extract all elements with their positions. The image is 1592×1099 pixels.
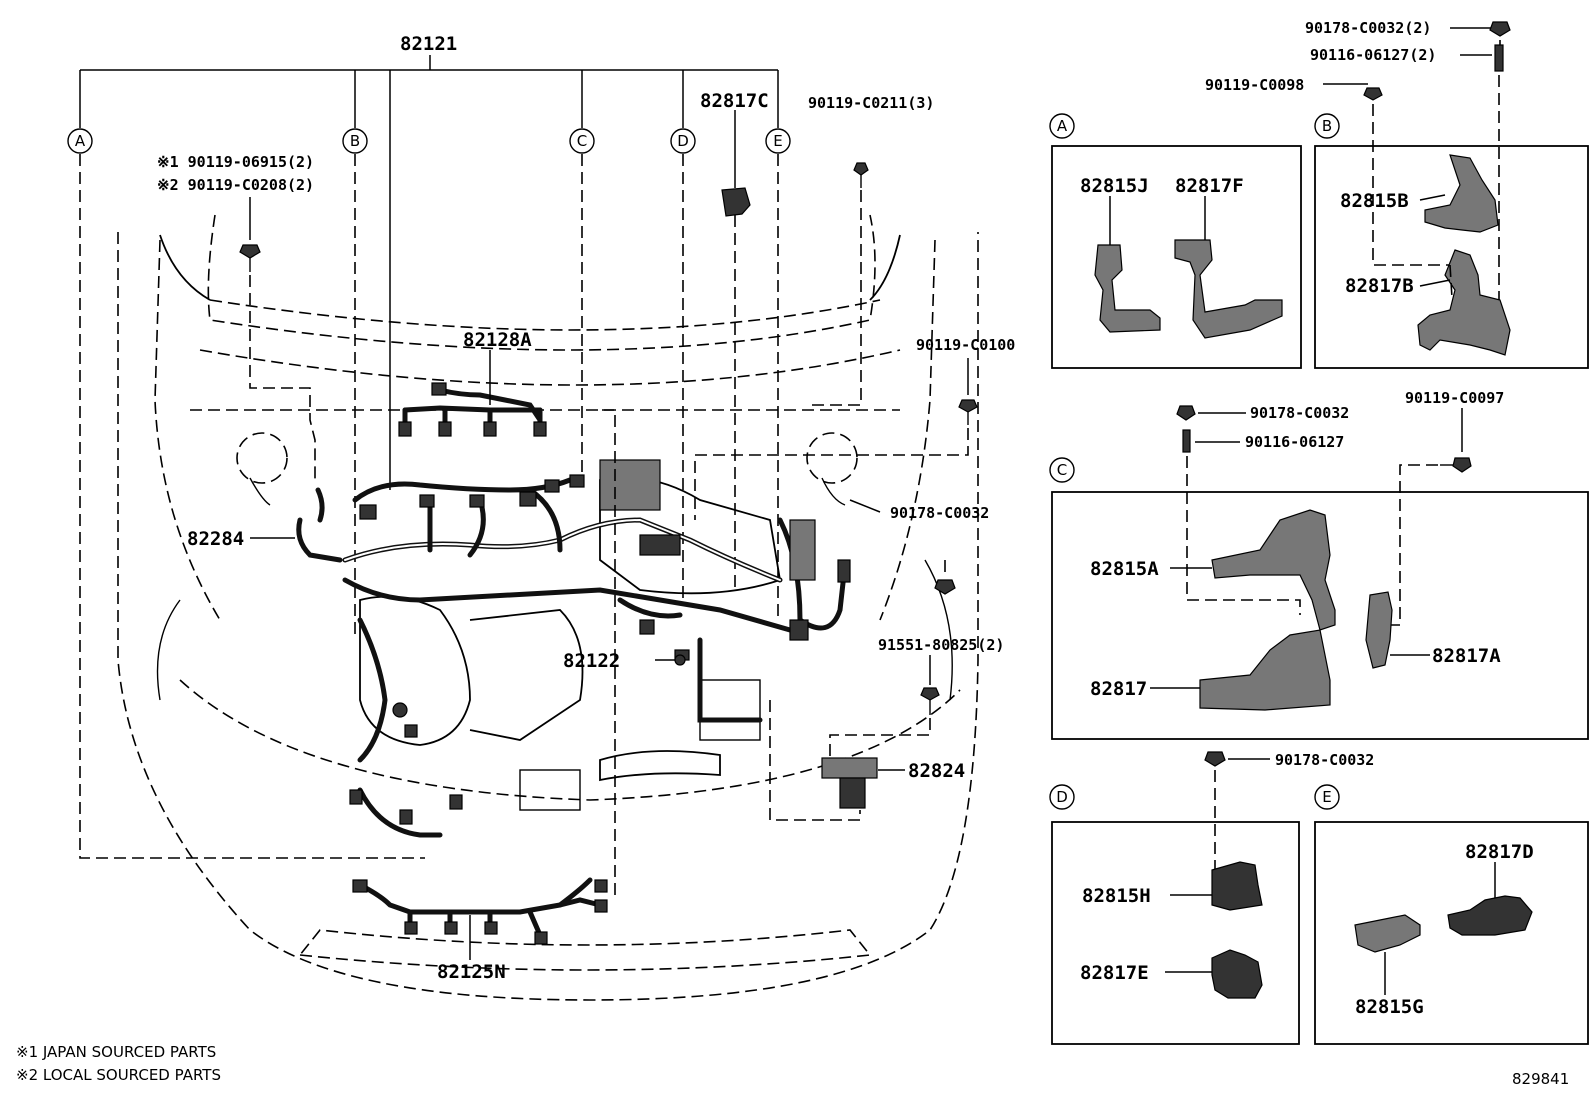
footnote-local-sourced: ※2 LOCAL SOURCED PARTS <box>16 1066 221 1084</box>
label-90178-c0032-main[interactable]: 90178-C0032 <box>890 504 989 522</box>
bolt-91551-80825[interactable] <box>829 655 940 760</box>
junction-block-82824[interactable] <box>769 700 905 821</box>
bracket-82815g[interactable] <box>1354 914 1421 953</box>
illustration-number: 829841 <box>1512 1070 1569 1088</box>
note-fastener-2: ※2 90119-C0208(2) <box>157 176 314 194</box>
bracket-82817e[interactable] <box>1211 949 1263 999</box>
label-90116-06127-2[interactable]: 90116-06127(2) <box>1310 46 1436 64</box>
bracket-82817[interactable] <box>1199 629 1331 711</box>
panel-c: C 82815A 82817 82817A <box>1049 457 1589 740</box>
label-90119-c0211[interactable]: 90119-C0211(3) <box>808 94 934 112</box>
section-marker-c: C <box>569 128 595 154</box>
label-82815b[interactable]: 82815B <box>1340 190 1409 212</box>
nut-90178-c0032-d[interactable] <box>1204 751 1270 875</box>
bolt-90119-c0100[interactable] <box>694 358 978 520</box>
label-82817c[interactable]: 82817C <box>700 90 769 112</box>
bracket-82817f[interactable] <box>1174 239 1283 339</box>
footnote-japan-sourced: ※1 JAPAN SOURCED PARTS <box>16 1043 216 1061</box>
label-82125n[interactable]: 82125N <box>437 961 506 983</box>
nut-90178-c0032-main[interactable] <box>849 499 956 595</box>
vehicle-body-outline <box>117 214 979 1001</box>
panel-a: A 82815J 82817F <box>1049 113 1302 369</box>
svg-text:B: B <box>350 132 360 150</box>
bracket-82817a[interactable] <box>1365 591 1393 669</box>
panel-e: E 82817D 82815G <box>1314 784 1589 1045</box>
callout-82121-bracket: 82121 <box>79 33 779 490</box>
label-82284[interactable]: 82284 <box>187 528 244 550</box>
label-91551-80825[interactable]: 91551-80825(2) <box>878 636 1004 654</box>
injector-harness-82128a[interactable] <box>398 350 547 437</box>
label-82817f[interactable]: 82817F <box>1175 175 1244 197</box>
label-82815g[interactable]: 82815G <box>1355 996 1424 1018</box>
svg-text:A: A <box>1057 117 1068 135</box>
label-82815j[interactable]: 82815J <box>1080 175 1149 197</box>
stud-90116-06127-2[interactable] <box>1460 44 1504 335</box>
engine-assembly <box>359 476 782 811</box>
relay-82122[interactable] <box>655 654 686 666</box>
bracket-82817d[interactable] <box>1447 895 1533 936</box>
label-90119-c0098[interactable]: 90119-C0098 <box>1205 76 1304 94</box>
label-90119-c0100[interactable]: 90119-C0100 <box>916 336 1015 354</box>
label-82817b[interactable]: 82817B <box>1345 275 1414 297</box>
label-82121[interactable]: 82121 <box>400 33 457 55</box>
left-strut-tower <box>236 432 288 506</box>
section-marker-e: E <box>765 128 791 154</box>
svg-text:C: C <box>1057 461 1067 479</box>
label-90116-06127-c[interactable]: 90116-06127 <box>1245 433 1344 451</box>
label-82817[interactable]: 82817 <box>1090 678 1147 700</box>
bracket-82815a[interactable] <box>1211 509 1336 631</box>
svg-text:A: A <box>75 132 86 150</box>
bracket-82815j[interactable] <box>1094 244 1161 333</box>
panel-c-fasteners: 90178-C0032 90116-06127 90119-C0097 <box>1176 389 1504 626</box>
section-marker-d: D <box>670 128 696 154</box>
stud-90116-06127-c[interactable] <box>1182 429 1301 615</box>
label-82817e[interactable]: 82817E <box>1080 962 1149 984</box>
bracket-82817c[interactable] <box>721 110 751 217</box>
note-fastener-1: ※1 90119-06915(2) <box>157 153 314 171</box>
label-90119-c0097[interactable]: 90119-C0097 <box>1405 389 1504 407</box>
bolt-90119-06915[interactable] <box>239 197 316 480</box>
svg-text:C: C <box>577 132 587 150</box>
bolt-90119-c0211[interactable] <box>810 162 869 406</box>
bracket-82815h[interactable] <box>1211 861 1263 911</box>
harness-82125n-routing <box>600 409 616 895</box>
section-marker-b: B <box>342 128 368 154</box>
label-82128a[interactable]: 82128A <box>463 329 532 351</box>
bolt-90119-c0098[interactable] <box>1323 83 1450 266</box>
engine-harness-82121[interactable] <box>296 459 851 838</box>
nut-90178-c0032-2[interactable] <box>1450 21 1511 48</box>
svg-text:B: B <box>1322 117 1332 135</box>
cowl-harness-82125n[interactable] <box>352 877 608 960</box>
panel-d: D 82815H 82817E <box>1049 784 1300 1045</box>
svg-text:E: E <box>1322 788 1331 806</box>
label-82815a[interactable]: 82815A <box>1090 558 1159 580</box>
label-82817a[interactable]: 82817A <box>1432 645 1501 667</box>
label-90178-c0032-d[interactable]: 90178-C0032 <box>1275 751 1374 769</box>
label-90178-c0032-c[interactable]: 90178-C0032 <box>1250 404 1349 422</box>
label-90178-c0032-2[interactable]: 90178-C0032(2) <box>1305 19 1431 37</box>
bracket-82815b[interactable] <box>1424 154 1499 233</box>
label-82824[interactable]: 82824 <box>908 760 965 782</box>
panel-b: B 82815B 82817B <box>1314 113 1589 369</box>
bracket-82817b[interactable] <box>1417 249 1511 356</box>
label-82815h[interactable]: 82815H <box>1082 885 1151 907</box>
bolt-90119-c0097[interactable] <box>1390 408 1472 626</box>
nut-90178-c0032-c[interactable] <box>1176 405 1246 421</box>
svg-text:D: D <box>1056 788 1068 806</box>
svg-text:D: D <box>677 132 689 150</box>
label-82817d[interactable]: 82817D <box>1465 841 1534 863</box>
right-strut-tower <box>806 432 858 506</box>
svg-text:E: E <box>773 132 782 150</box>
section-marker-a: A <box>67 128 93 154</box>
label-82122[interactable]: 82122 <box>563 650 620 672</box>
